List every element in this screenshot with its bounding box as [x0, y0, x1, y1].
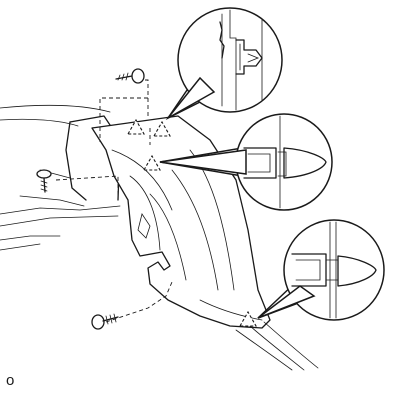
- clip-marker-icon: [143, 154, 161, 171]
- installation-guide-lines: [55, 79, 173, 323]
- clip-detail-bottom: [257, 219, 385, 321]
- figure-code: o: [6, 372, 15, 389]
- clip-detail-top: [165, 7, 283, 120]
- screw-icon: [36, 169, 52, 193]
- screw-icon: [91, 313, 119, 330]
- clip-marker-icon: [239, 310, 257, 327]
- screw-icon: [115, 68, 145, 84]
- clip-marker-icon: [127, 118, 145, 135]
- clip-detail-middle: [159, 113, 333, 211]
- clip-marker-icon: [153, 120, 171, 137]
